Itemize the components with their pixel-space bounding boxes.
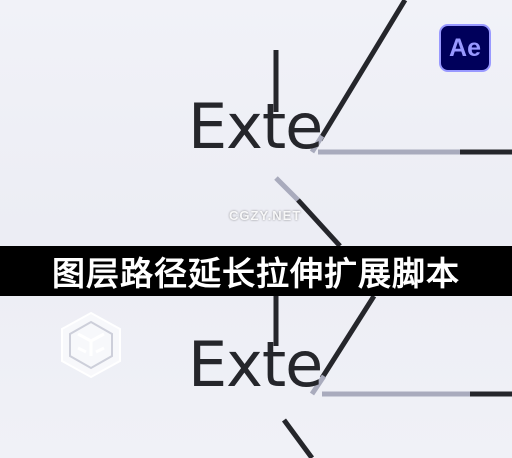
after-effects-icon: Ae [439,24,491,72]
lower-diagonal [296,198,342,246]
path-lines-bottom [273,296,512,458]
after-effects-label: Ae [449,33,481,62]
preview-top: Exte [188,0,512,246]
cgzy-hexagon-logo-icon [61,311,121,379]
diagonal-stroke-light [309,134,325,154]
diagonal-stroke [317,0,408,142]
preview-bottom: Exte [0,296,512,458]
title-banner: 图层路径延长拉伸扩展脚本 [0,246,512,296]
hero-word-top: Exte [188,90,323,163]
banner-title: 图层路径延长拉伸扩展脚本 [52,254,460,293]
diagonal-stroke-light [309,374,327,396]
hero-word-bottom: Exte [188,328,323,401]
lower-diagonal [281,418,315,458]
diagonal-stroke [319,296,377,380]
path-lines-top [273,0,512,246]
lower-diagonal-light [274,176,300,202]
watermark-text: CGZY.NET [229,208,302,223]
